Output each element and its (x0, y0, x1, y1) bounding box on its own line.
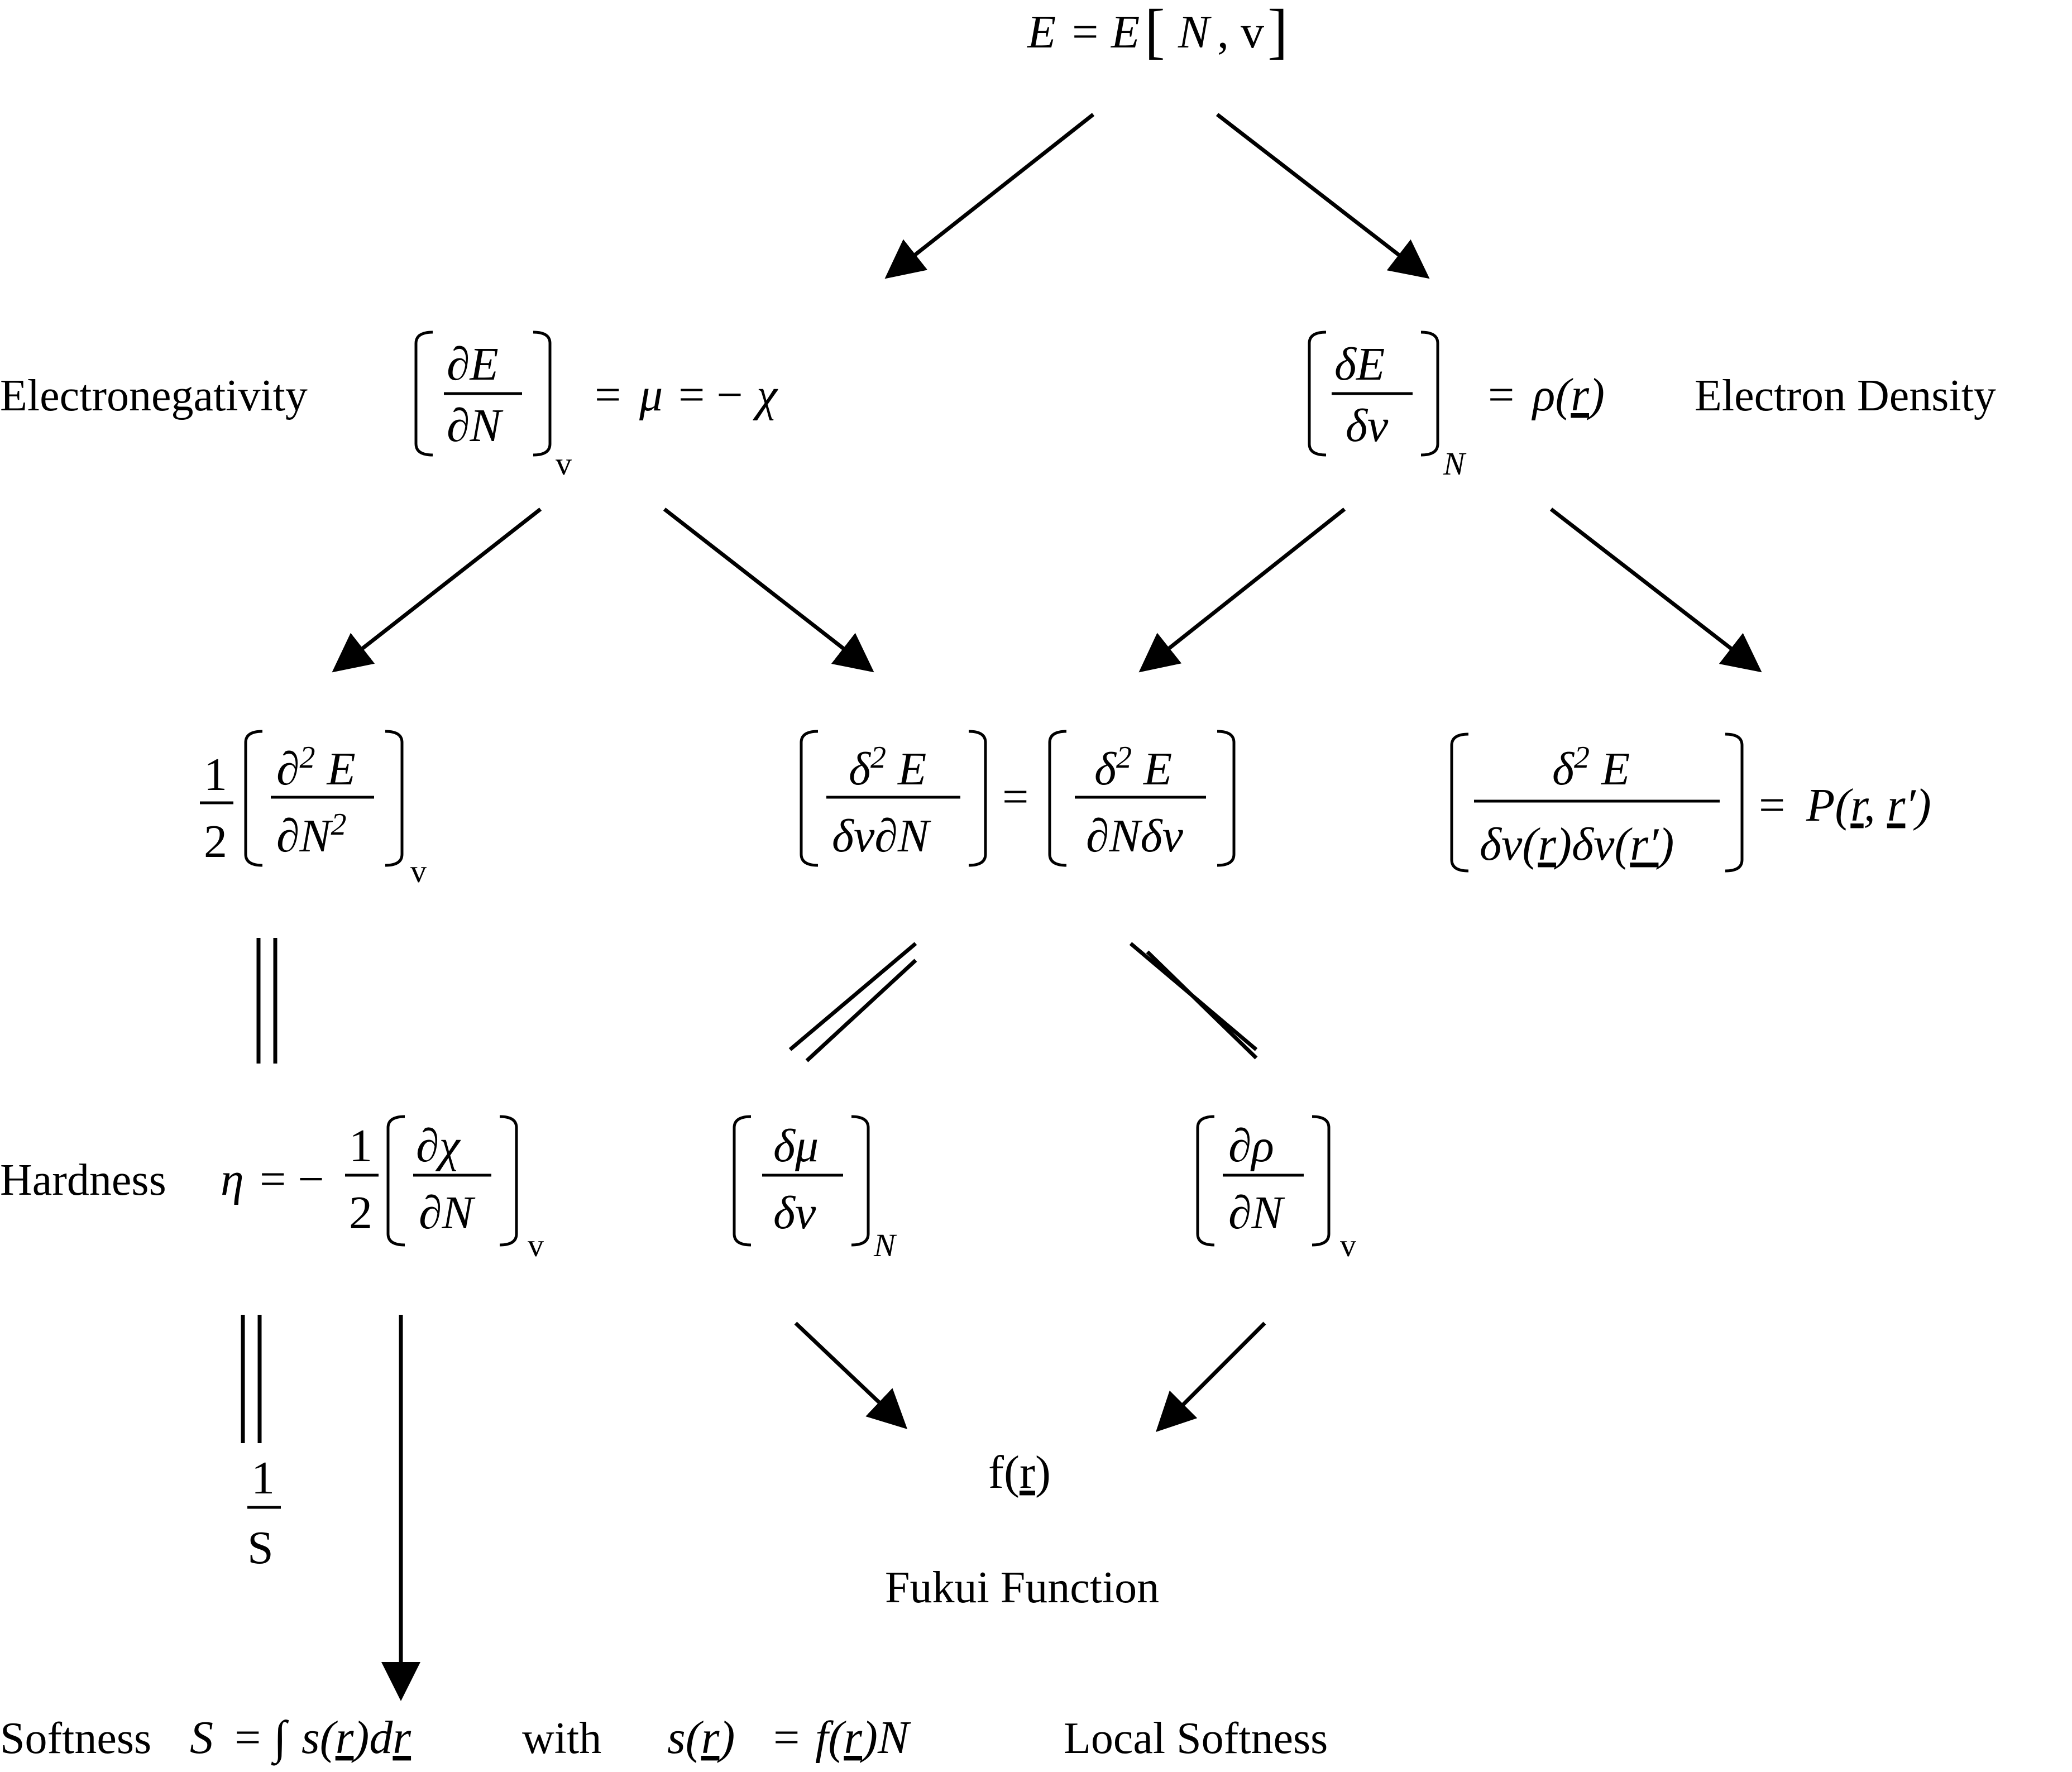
svg-text:N: N (1178, 6, 1212, 58)
local-softness-expression: s(r) = f(r)N (667, 1712, 911, 1764)
svg-text:v: v (410, 853, 427, 889)
svg-text:∂N: ∂N (1228, 1187, 1285, 1239)
svg-text:N: N (1443, 446, 1467, 482)
svg-text:]: ] (1267, 0, 1288, 65)
svg-text:1: 1 (204, 749, 227, 801)
inverse-softness: 1 S (247, 1452, 281, 1574)
svg-text:E: E (1027, 6, 1056, 58)
svg-text:[: [ (1145, 0, 1165, 65)
svg-text:δv: δv (1346, 400, 1389, 452)
svg-text:=: = (235, 1712, 261, 1764)
svg-text:v: v (528, 1227, 544, 1263)
svg-text:δE: δE (1334, 338, 1385, 390)
arrow-rho-to-P (1549, 507, 1762, 673)
mu-derivative: ∂E ∂N v = μ = − χ (414, 331, 778, 482)
svg-text:v: v (1340, 1227, 1356, 1263)
svg-text:v: v (556, 446, 572, 482)
arrows-level-1 (884, 113, 1430, 279)
svg-text:P(r, r′): P(r, r′) (1806, 779, 1931, 831)
arrow-to-mu (884, 113, 1095, 279)
drho-dN: ∂ρ ∂N v (1196, 1115, 1356, 1263)
softness-label: Softness (0, 1714, 151, 1763)
hardness-to-inverse-softness (241, 1315, 262, 1443)
rho-derivative: δE δv N = ρ(r) (1308, 331, 1605, 482)
svg-text:δv(r)δv(r′): δv(r)δv(r′) (1480, 818, 1674, 870)
svg-text:f(r)N: f(r)N (815, 1712, 911, 1764)
mixed-second-derivatives: δ2 E δv∂N = δ2 E ∂Nδv (800, 730, 1236, 867)
svg-text:δ2 E: δ2 E (1094, 740, 1172, 795)
svg-text:δμ: δμ (773, 1120, 819, 1172)
svg-text:= −: = − (678, 369, 743, 421)
svg-text:=: = (773, 1712, 800, 1764)
fukui-expression: f(r) (988, 1447, 1051, 1498)
svg-text:1: 1 (251, 1452, 275, 1504)
svg-text:=: = (1488, 369, 1514, 421)
svg-text:N: N (873, 1227, 897, 1263)
arrow-to-rho (1216, 113, 1430, 279)
svg-text:=: = (1759, 779, 1785, 831)
svg-text:χ: χ (753, 369, 778, 421)
arrow-mu-to-hardness-deriv (332, 507, 542, 673)
svg-text:s(r): s(r) (667, 1712, 735, 1764)
svg-text:2: 2 (204, 816, 227, 868)
electron-density-label: Electron Density (1695, 371, 1996, 420)
svg-text:δv∂N: δv∂N (832, 810, 931, 862)
equality-lines (256, 938, 1258, 1064)
svg-text:=: = (1072, 6, 1098, 58)
svg-text:∂2 E: ∂2 E (276, 740, 356, 795)
svg-text:∂Nδv: ∂Nδv (1086, 810, 1184, 862)
svg-text:∂χ: ∂χ (416, 1120, 461, 1172)
arrows-level-2 (332, 507, 1762, 673)
electronegativity-label: Electronegativity (0, 371, 308, 420)
arrows-to-fukui (794, 1321, 1266, 1432)
svg-text:ρ(r): ρ(r) (1531, 369, 1605, 421)
hardness-label: Hardness (0, 1156, 166, 1205)
with-label: with (522, 1714, 601, 1763)
fukui-function-label: Fukui Function (885, 1563, 1159, 1612)
svg-text:, v: , v (1217, 6, 1264, 58)
arrow-mu-to-mixed (663, 507, 874, 673)
svg-text:δ2 E: δ2 E (849, 740, 926, 795)
svg-text:2: 2 (349, 1187, 372, 1239)
svg-text:δ2 E: δ2 E (1552, 740, 1630, 795)
svg-text:1: 1 (349, 1120, 372, 1172)
svg-text:s(r)dr: s(r)dr (302, 1712, 411, 1764)
svg-text:S: S (190, 1712, 213, 1764)
svg-text:∂N2: ∂N2 (276, 807, 347, 862)
density-response-P: δ2 E δv(r)δv(r′) = P(r, r′) (1450, 732, 1931, 873)
svg-text:E: E (1111, 6, 1140, 58)
svg-text:μ: μ (639, 369, 663, 421)
hardness-expression: η = − 1 2 ∂χ ∂N v (221, 1115, 544, 1263)
svg-text:f(r): f(r) (988, 1447, 1051, 1498)
svg-text:∂N: ∂N (419, 1187, 476, 1239)
arrow-rho-to-mixed (1138, 507, 1346, 673)
svg-text:=: = (595, 369, 621, 421)
svg-text:∫: ∫ (271, 1712, 289, 1766)
svg-text:=: = (1002, 771, 1028, 823)
local-softness-label: Local Softness (1064, 1714, 1328, 1763)
energy-functional: E = E [ N , v ] (1027, 0, 1288, 65)
svg-text:S: S (247, 1522, 274, 1574)
svg-text:∂ρ: ∂ρ (1228, 1120, 1274, 1172)
svg-text:= −: = − (260, 1153, 324, 1205)
svg-text:η: η (221, 1153, 244, 1205)
softness-expression: S = ∫ s(r)dr (190, 1712, 411, 1766)
svg-text:∂N: ∂N (447, 400, 504, 452)
svg-text:δv: δv (773, 1187, 816, 1239)
second-derivative-N: 1 2 ∂2 E ∂N2 v (200, 730, 427, 889)
dmu-dv: δμ δv N (733, 1115, 897, 1263)
svg-text:∂E: ∂E (447, 338, 499, 390)
